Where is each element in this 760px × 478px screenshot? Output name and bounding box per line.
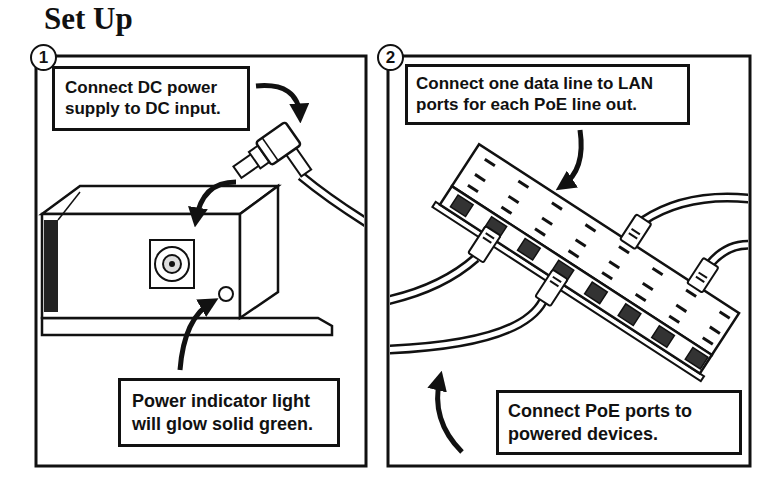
pointer-arrow — [562, 130, 581, 186]
rj45-plug — [468, 226, 568, 306]
page-title: Set Up — [44, 2, 133, 36]
pointer-arrow — [180, 302, 212, 370]
instruction-text: Connect DC power supply to DC input. — [65, 77, 237, 120]
instruction-box: Connect DC power supply to DC input. — [52, 66, 250, 131]
poe-panel — [390, 119, 748, 397]
instruction-box: Connect PoE ports to powered devices. — [496, 390, 742, 455]
panel-frame — [388, 56, 750, 466]
callout-label: 1 — [39, 49, 48, 66]
instruction-box: Connect one data line to LAN ports for e… — [405, 64, 690, 125]
callout-number: 2 — [377, 44, 404, 71]
pointer-arrow — [196, 182, 236, 220]
rj45-plug — [620, 214, 719, 293]
instruction-text: Connect one data line to LAN ports for e… — [416, 73, 679, 116]
power-led — [219, 287, 233, 301]
pointer-arrow — [438, 378, 462, 452]
panel-frame — [36, 56, 366, 466]
callout-label: 2 — [386, 49, 395, 66]
injector-housing — [42, 122, 364, 335]
pointer-arrow — [256, 86, 300, 116]
instruction-text: Connect PoE ports to powered devices. — [508, 400, 730, 445]
instruction-text: Power indicator light will glow solid gr… — [132, 390, 326, 435]
dc-plug — [229, 122, 316, 205]
instruction-box: Power indicator light will glow solid gr… — [118, 378, 340, 447]
